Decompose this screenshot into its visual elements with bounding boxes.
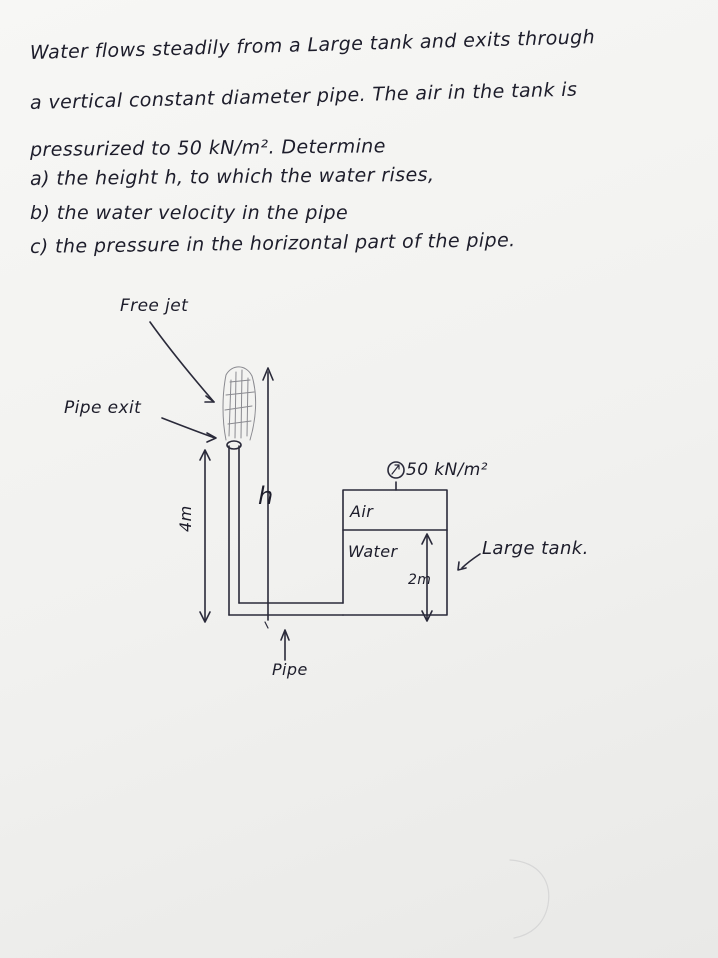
pipe-length-label: 4m bbox=[176, 505, 195, 532]
free-jet-label: Free jet bbox=[120, 296, 189, 316]
depth-label: 2m bbox=[408, 572, 432, 588]
pipe-label: Pipe bbox=[272, 660, 308, 679]
tank-pointer bbox=[461, 553, 481, 569]
tank-label: Large tank. bbox=[482, 538, 589, 559]
pipe-exit-arrowhead bbox=[206, 432, 217, 443]
pressure-label: 50 kN/m² bbox=[406, 460, 488, 480]
pressure-gauge bbox=[387, 461, 405, 479]
free-jet-pointer bbox=[149, 321, 215, 403]
free-jet-arrowhead bbox=[204, 395, 215, 403]
air-label: Air bbox=[350, 502, 374, 521]
free-jet-spray bbox=[222, 366, 257, 441]
water-label: Water bbox=[348, 542, 398, 561]
pipe-exit-pointer bbox=[161, 417, 216, 439]
height-label: h bbox=[258, 482, 274, 510]
pipe-exit-opening bbox=[226, 440, 242, 450]
tank-outline bbox=[342, 489, 448, 616]
pipe-exit-label: Pipe exit bbox=[64, 398, 142, 418]
problem-line-b: b) the water velocity in the pipe bbox=[30, 202, 349, 224]
